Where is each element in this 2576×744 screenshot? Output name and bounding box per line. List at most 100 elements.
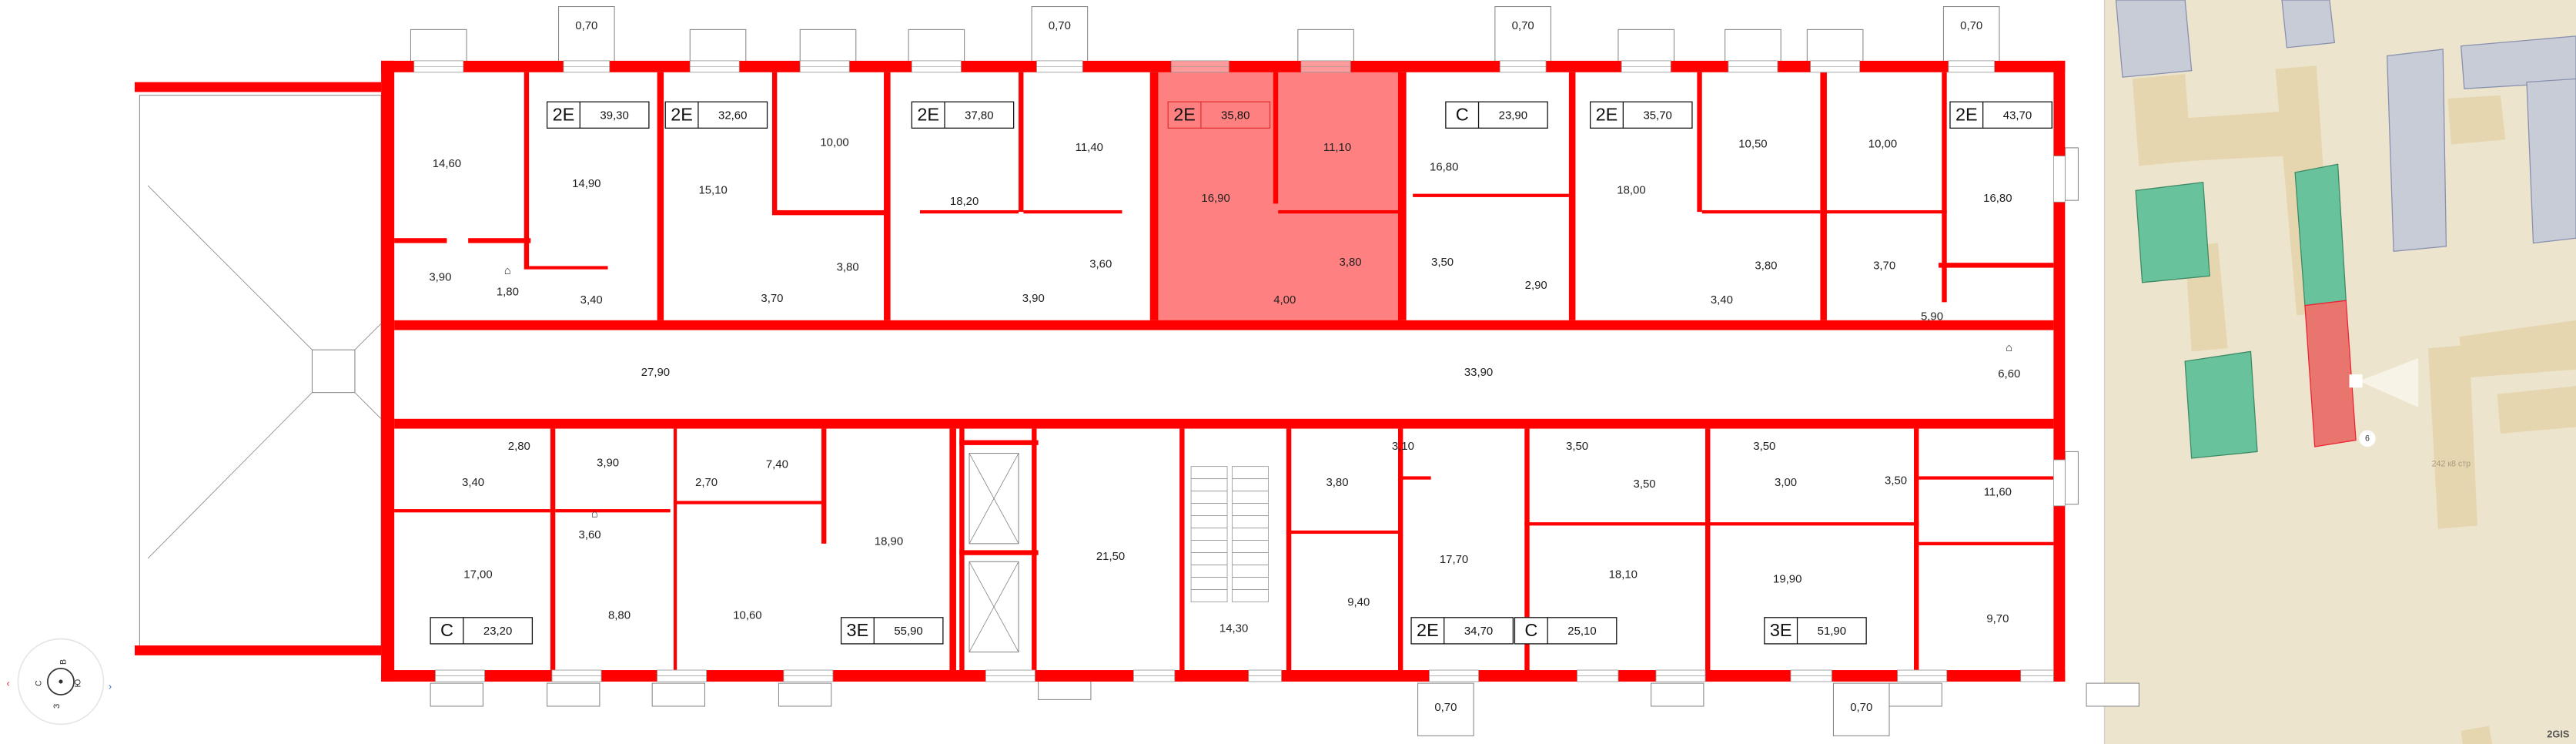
selected-apartment-highlight[interactable] [1156,69,1402,324]
apartment-tag[interactable]: 2E 39,30 [546,101,650,129]
gray-building[interactable] [2386,49,2447,252]
wall [394,418,2054,429]
room-area-label: 18,00 [1617,183,1645,196]
wall [1278,209,1402,214]
beige-building[interactable] [2461,726,2493,744]
wall [1919,476,2054,480]
wall [1919,541,2054,545]
green-building[interactable] [2135,181,2210,283]
map-logo[interactable]: 2GIS [2547,728,2570,739]
apartment-area: 39,30 [600,109,628,122]
wall [1942,72,1947,303]
apartment-area: 25,10 [1567,625,1596,638]
room-area-label: 16,80 [1983,192,2012,205]
selected-building[interactable] [2304,300,2357,447]
wall [1939,263,2054,268]
building-number: 6 [2365,434,2370,444]
apartment-type: C [1456,105,1469,125]
room-area-label: 3,80 [1326,476,1348,489]
room-area-label: 11,40 [1076,141,1103,154]
wall [1914,428,1919,675]
wall [1568,72,1576,320]
gray-building[interactable] [2526,78,2576,244]
compass[interactable]: С В Ю З ‹ › [7,638,112,726]
beige-building[interactable] [2447,95,2506,145]
room-area-label: 3,50 [1431,256,1454,269]
wall [1273,72,1279,204]
apartment-type: 2E [553,105,575,125]
window-bay [778,682,832,707]
apartment-area: 35,80 [1221,109,1250,122]
room-area-label: 15,10 [698,183,727,196]
window-bay [908,28,965,66]
room-area-label: 3,40 [580,293,603,307]
balcony-area: 0,70 [1850,701,1872,714]
building-number-badge[interactable] [2359,430,2376,447]
room-area-label: 3,50 [1566,440,1588,453]
wall [1286,428,1292,675]
location-map[interactable]: 6 242 к8 стр 2GIS [2103,0,2576,744]
room-area-label: 18,90 [875,535,903,548]
address-label: 242 к8 стр [2432,460,2471,469]
rotate-right-icon[interactable]: › [109,681,112,692]
balcony [1832,682,1890,736]
room-area-label: 3,00 [1775,476,1797,489]
apartment-area: 37,80 [965,109,993,122]
gray-building[interactable] [2115,0,2193,78]
room-area-label: 16,80 [1430,160,1458,173]
hanger-icon: ⌂ [591,507,598,520]
room-area-label: 14,60 [433,157,461,170]
room-area-label: 3,50 [1753,440,1775,453]
wall [1820,72,1827,320]
beige-building[interactable] [2459,320,2576,378]
window-bay [1806,28,1864,66]
beige-building[interactable] [2132,73,2192,166]
wall [771,209,888,216]
room-area-label: 3,70 [1873,259,1895,272]
beige-building[interactable] [2185,112,2284,161]
wall [381,60,395,682]
gray-building[interactable] [2460,35,2576,89]
apartment-tag[interactable]: 2E 43,70 [1949,101,2052,129]
room-area-label: 27,90 [641,366,670,379]
window-bay [410,28,467,66]
room-area-label: 3,80 [837,261,859,274]
room-area-label: 3,80 [1340,256,1362,269]
balcony-area: 0,70 [1512,19,1534,32]
beige-building[interactable] [2427,344,2477,529]
apartment-type: C [440,620,453,640]
wall [1397,428,1403,675]
room-area-label: 11,10 [1323,141,1351,154]
gray-building[interactable] [2281,0,2336,49]
rotate-left-icon[interactable]: ‹ [7,677,10,689]
wall [1413,193,1569,197]
balcony [1494,5,1551,63]
window-bay [2086,682,2139,707]
wall [1701,209,1821,214]
balcony [1942,5,2000,63]
wall [959,440,1039,445]
room-area-label: 17,70 [1440,553,1468,566]
wall [920,209,1019,214]
balcony-area: 0,70 [1049,19,1071,32]
apartment-type: 2E [1955,105,1978,125]
wall [1697,72,1702,213]
room-area-label: 6,60 [1998,367,2020,380]
green-building[interactable] [2184,350,2258,459]
room-area-label: 18,20 [950,195,979,208]
apartment-type: 2E [1596,105,1618,125]
beige-building[interactable] [2497,386,2576,434]
wall [555,509,671,513]
apartment-area: 51,90 [1818,625,1846,638]
apartment-area: 43,70 [2003,109,2032,122]
